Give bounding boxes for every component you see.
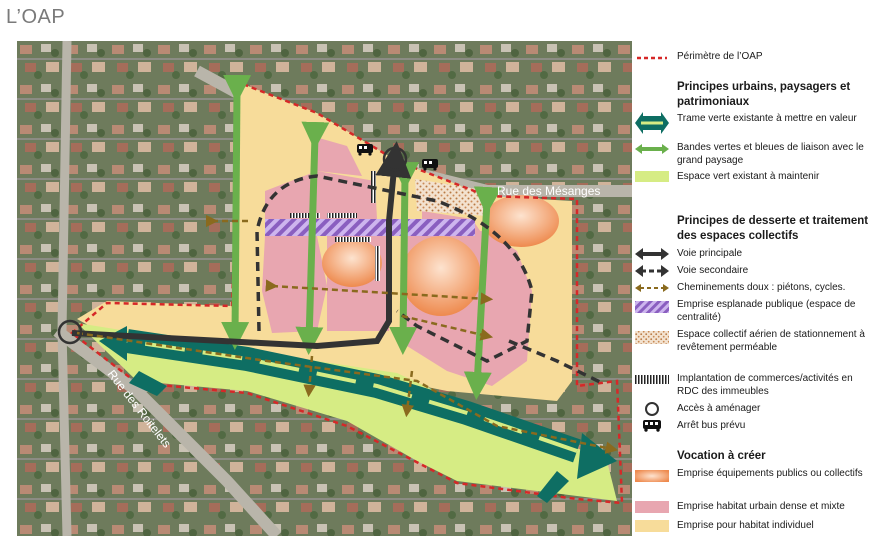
espace-vert-symbol [635, 171, 669, 182]
stationnement-symbol [635, 331, 669, 344]
zone-habitat-dense-w [262, 236, 327, 333]
legend-cheminements-label: Cheminements doux : piétons, cycles. [677, 282, 846, 293]
voie-principale [71, 141, 412, 350]
legend-bandes-vertes-label: Bandes vertes et bleues de liaison avec … [677, 142, 864, 166]
voie-secondaire-symbol [635, 265, 669, 277]
road-rue-des-roitelets [53, 326, 282, 536]
commerce-bar-3 [335, 237, 371, 242]
voies-secondaires [255, 174, 603, 385]
legend-commerces-label: Implantation de commerces/activités en R… [677, 373, 853, 397]
legend-trame-verte-label: Trame verte existante à mettre en valeur [677, 113, 857, 124]
zone-equipement-1 [322, 239, 382, 287]
zone-equipement-3 [483, 195, 559, 247]
legend-esplanade-label: Emprise esplanade publique (espace de ce… [677, 299, 856, 323]
legend-equipements-label: Emprise équipements publics ou collectif… [677, 468, 863, 479]
legend-perimetre-label: Périmètre de l’OAP [677, 51, 763, 62]
cheminements-symbol [635, 284, 669, 292]
bandes-vertes [221, 74, 502, 400]
acces-a-amenager-west[interactable] [57, 319, 83, 345]
page-title: L’OAP [6, 6, 66, 28]
legend-stationnement-label: Espace collectif aérien de stationnement… [677, 329, 865, 353]
habitat-dense-symbol [635, 501, 669, 513]
commerce-bar-2 [327, 213, 357, 218]
arret-bus-2[interactable] [422, 159, 438, 171]
oap-map-svg: Rue des Mésanges Rue des Roitelets [17, 41, 632, 536]
bus-icon [643, 420, 661, 432]
legend-section-desserte: Principes de desserte et traitement des … [677, 215, 869, 242]
label-rue-des-mesanges: Rue des Mésanges [497, 184, 600, 198]
zone-esplanade [265, 219, 475, 236]
legend-espace-vert-label: Espace vert existant à maintenir [677, 171, 820, 182]
arret-bus-1[interactable] [357, 144, 373, 156]
legend-habitat-dense-label: Emprise habitat urbain dense et mixte [677, 501, 845, 512]
zone-equipement-2 [401, 236, 481, 316]
acces-a-amenager-north[interactable] [382, 146, 408, 172]
legend-arret-bus-label: Arrêt bus prévu [677, 420, 746, 431]
esplanade-symbol [635, 301, 669, 313]
acces-symbol [645, 402, 659, 416]
legend-section-vocation: Vocation à créer [677, 450, 766, 462]
commerce-bar-4 [375, 246, 380, 281]
cheminements-doux [76, 214, 619, 454]
bandes-vertes-symbol [635, 144, 669, 154]
trame-verte-symbol [635, 112, 669, 134]
legend-section-urbains: Principes urbains, paysagers et patrimon… [677, 81, 851, 108]
legend-habitat-individuel-label: Emprise pour habitat individuel [677, 520, 814, 531]
equipements-symbol [635, 470, 669, 482]
habitat-individuel-symbol [635, 520, 669, 532]
voie-principale-symbol [635, 248, 669, 260]
legend-voie-principale-label: Voie principale [677, 248, 743, 259]
road-west [57, 41, 72, 536]
oap-map[interactable]: Rue des Mésanges Rue des Roitelets [17, 41, 632, 536]
commerces-symbol [635, 375, 669, 384]
legend-voie-secondaire-label: Voie secondaire [677, 265, 749, 276]
legend-acces-label: Accès à aménager [677, 403, 761, 414]
perimetre-symbol [637, 56, 667, 60]
zone-espace-vert [77, 323, 617, 501]
